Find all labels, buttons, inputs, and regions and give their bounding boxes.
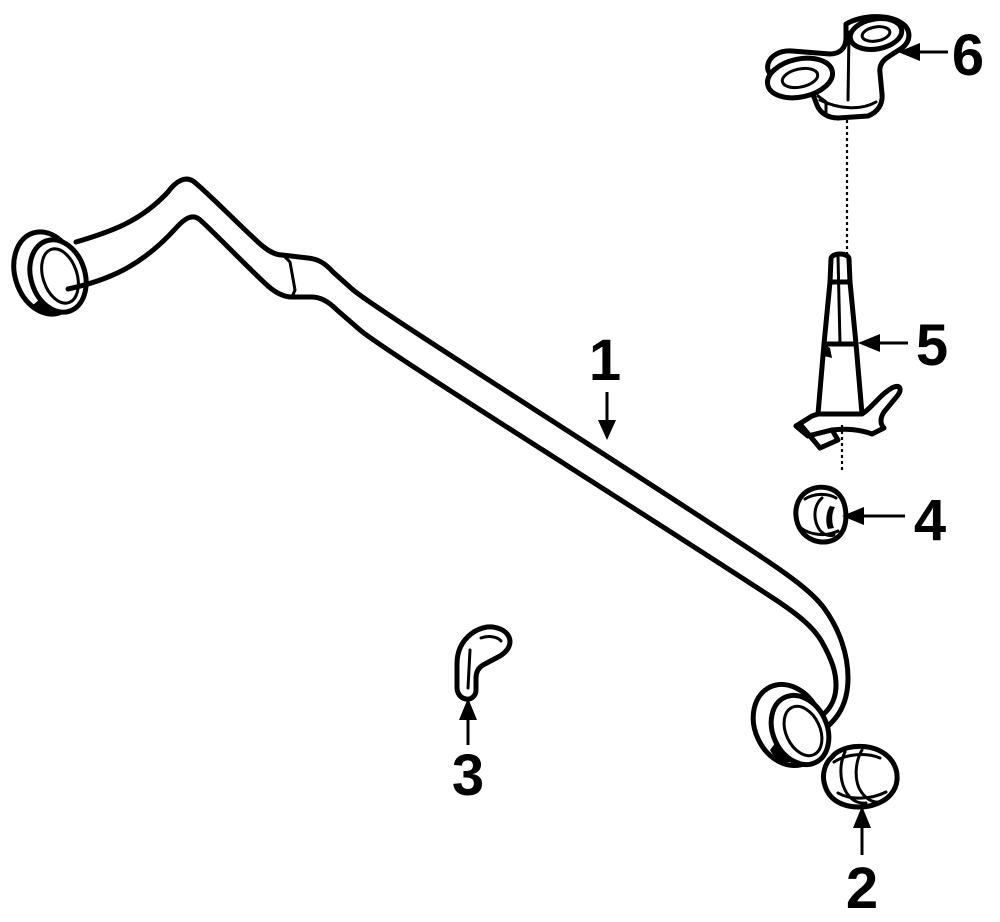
- bushing-small-shadow: [826, 506, 835, 529]
- callout-4-label: 4: [914, 488, 946, 553]
- bushing-large-inner-rib-2: [854, 748, 882, 804]
- link-stud-tip: [827, 251, 853, 285]
- bracket-clamp-body: [454, 624, 513, 702]
- bushing-large-inner-rib-1: [839, 750, 868, 805]
- callout-3-arrow-head: [459, 698, 477, 720]
- bracket-clamp-edge: [466, 648, 472, 690]
- callout-6-arrow-head: [898, 43, 920, 61]
- bar-tube-top-edge: [73, 176, 851, 743]
- callout-1-label: 1: [589, 328, 621, 393]
- assembly-lines: [840, 120, 849, 472]
- link-stud-shank-seam: [836, 254, 842, 346]
- part-bushing-small: [793, 484, 849, 545]
- upper-bracket-web-seam: [846, 30, 851, 102]
- callout-1[interactable]: 1: [589, 328, 621, 440]
- callout-6-label: 6: [952, 23, 984, 88]
- callout-2-arrow-head: [853, 806, 871, 828]
- callout-3-label: 3: [452, 743, 484, 808]
- bracket-clamp-face-highlight: [479, 635, 503, 643]
- upper-bracket-left-hole: [780, 66, 820, 90]
- bushing-large-bottom-groove: [836, 790, 888, 800]
- part-bracket-clamp: [454, 624, 513, 702]
- bushing-small-rib-bottom: [799, 526, 840, 537]
- callout-5-arrow-head: [858, 334, 880, 352]
- bar-left-eye-inner: [40, 247, 80, 305]
- part-upper-bracket: [764, 14, 912, 121]
- upper-bracket-right-hole: [860, 25, 892, 43]
- bar-right-eye-shadow: [770, 742, 800, 763]
- callout-6[interactable]: 6: [898, 23, 984, 88]
- bushing-large-top-groove: [832, 753, 882, 764]
- part-stabilizer-bar: [11, 176, 851, 769]
- link-stud-shadow: [824, 344, 832, 358]
- callout-5-label: 5: [916, 313, 948, 378]
- callout-3[interactable]: 3: [452, 698, 484, 808]
- bushing-small-rib-top: [803, 492, 838, 501]
- callout-1-arrow-head: [598, 420, 616, 440]
- bar-left-eye-shadow: [33, 298, 60, 315]
- link-stud-foot-edge: [798, 422, 822, 450]
- callout-4[interactable]: 4: [842, 488, 946, 553]
- callout-4-arrow-head: [842, 507, 864, 525]
- bushing-small-body: [793, 484, 849, 545]
- part-bushing-large: [821, 743, 900, 810]
- part-link-stud: [793, 251, 903, 451]
- callout-2[interactable]: 2: [846, 806, 878, 921]
- callout-2-label: 2: [846, 856, 878, 921]
- bar-right-eye-inner: [782, 704, 824, 758]
- bar-step-detail: [281, 253, 297, 299]
- upper-bracket-left-ear: [764, 55, 836, 101]
- upper-bracket-tab: [816, 94, 828, 114]
- link-stud-base-flange: [793, 384, 903, 439]
- bar-tube-bottom-edge: [65, 214, 839, 731]
- callout-5[interactable]: 5: [858, 313, 948, 378]
